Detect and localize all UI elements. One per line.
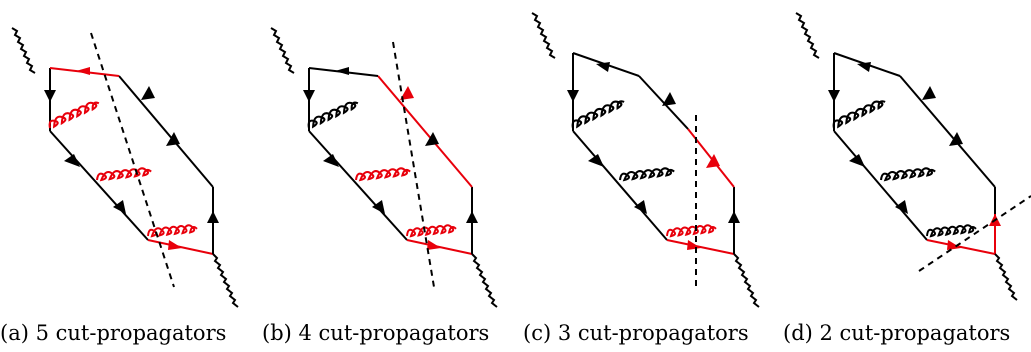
arrow-marker <box>947 240 961 250</box>
caption-d: (d) 2 cut-propagators <box>783 321 1010 345</box>
gluon-line <box>46 94 101 135</box>
arrow-marker <box>857 62 871 72</box>
arrow-marker <box>706 154 720 168</box>
gluon-line <box>305 94 360 135</box>
quark-line <box>926 239 996 255</box>
cut-line <box>392 41 435 288</box>
arrow-marker <box>76 67 90 75</box>
photon-out <box>994 253 1018 301</box>
quark-line <box>49 130 149 241</box>
quark-line <box>406 239 473 255</box>
arrow-marker <box>828 90 840 102</box>
arrow-marker <box>425 132 439 146</box>
diagram-d <box>795 12 1031 301</box>
arrow-marker <box>466 211 478 223</box>
gluon-line <box>664 218 718 243</box>
arrow-marker <box>400 86 414 100</box>
arrow-marker <box>113 200 126 214</box>
arrow-marker <box>44 90 56 102</box>
arrow-marker <box>567 90 579 102</box>
arrow-marker <box>922 86 936 100</box>
quark-line <box>147 239 214 255</box>
cut-line <box>90 32 175 288</box>
quark-line <box>377 75 473 188</box>
arrow-marker <box>588 154 604 167</box>
diagram-a <box>11 27 239 308</box>
arrow-marker <box>141 86 155 100</box>
quark-line <box>687 128 735 188</box>
diagram-c <box>531 12 760 308</box>
photon-in <box>11 27 36 74</box>
photon-out <box>733 253 760 308</box>
gluon-line <box>569 92 627 135</box>
caption-a: (a) 5 cut-propagators <box>0 321 226 345</box>
arrow-marker <box>687 240 701 250</box>
gluon-line <box>830 92 888 135</box>
photon-in <box>270 27 295 74</box>
arrow-marker <box>634 200 647 214</box>
arrow-marker <box>166 132 180 146</box>
cut-line <box>918 195 1031 272</box>
gluon-line <box>878 161 937 187</box>
caption-b: (b) 4 cut-propagators <box>262 321 489 345</box>
photon-in <box>795 12 820 59</box>
arrow-marker <box>372 200 385 214</box>
quark-line <box>833 130 928 241</box>
gluon-line <box>353 161 412 187</box>
quark-line <box>899 75 996 188</box>
photon-out <box>212 253 239 308</box>
quark-line <box>308 130 408 241</box>
arrow-marker <box>168 240 182 250</box>
diagram-b <box>270 27 498 308</box>
photon-out <box>471 253 498 308</box>
arrow-marker <box>427 240 441 250</box>
arrow-marker <box>596 62 610 72</box>
arrow-marker <box>207 211 219 223</box>
quark-line <box>118 75 214 188</box>
arrow-marker <box>895 200 908 214</box>
arrow-marker <box>662 92 676 106</box>
quark-line <box>666 239 735 255</box>
arrow-marker <box>849 154 865 167</box>
quark-line <box>638 75 689 130</box>
caption-c: (c) 3 cut-propagators <box>523 321 749 345</box>
gluon-line <box>94 161 153 187</box>
arrow-marker <box>335 67 349 75</box>
gluon-line <box>617 161 676 187</box>
arrow-marker <box>303 90 315 102</box>
photon-in <box>531 12 556 59</box>
arrow-marker <box>323 154 339 167</box>
arrow-marker <box>64 154 80 167</box>
quark-line <box>572 130 668 241</box>
arrow-marker <box>949 132 963 146</box>
arrow-marker <box>728 211 740 223</box>
gluon-line <box>145 218 199 243</box>
gluon-line <box>404 218 458 243</box>
